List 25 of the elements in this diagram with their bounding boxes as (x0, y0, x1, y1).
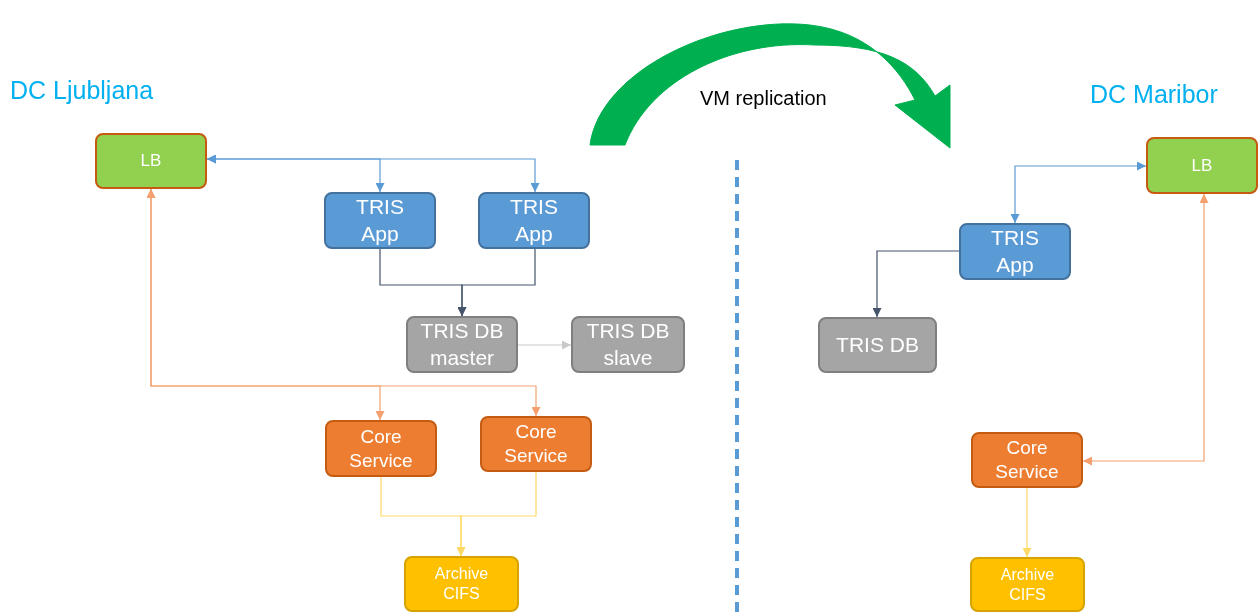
process-box: Core Service (480, 416, 592, 472)
process-box: TRIS DB (818, 317, 937, 373)
process-box: Core Service (325, 420, 437, 477)
process-box: TRIS App (324, 192, 436, 249)
site-title: DC Ljubljana (10, 75, 154, 106)
connector-arrow (206, 154, 540, 193)
arrow-label: VM replication (700, 86, 828, 111)
connector-arrow (1082, 193, 1209, 466)
process-box: TRIS DB slave (571, 316, 685, 373)
connector-arrow (1022, 487, 1032, 558)
connector-arrow (457, 248, 536, 317)
connector-arrow (517, 340, 572, 350)
site-title: DC Maribor (1090, 79, 1218, 110)
process-box: LB (95, 133, 207, 189)
process-box: TRIS DB master (406, 316, 518, 373)
process-box: Core Service (971, 432, 1083, 488)
connector-arrow (1010, 161, 1147, 224)
process-box: TRIS App (959, 223, 1071, 280)
connector-arrow (456, 471, 537, 557)
connector-arrow (146, 188, 541, 417)
connector-arrow (872, 250, 960, 318)
process-box: Archive CIFS (970, 557, 1085, 612)
process-box: LB (1146, 137, 1258, 194)
process-box: TRIS App (478, 192, 590, 249)
process-box: Archive CIFS (404, 556, 519, 612)
